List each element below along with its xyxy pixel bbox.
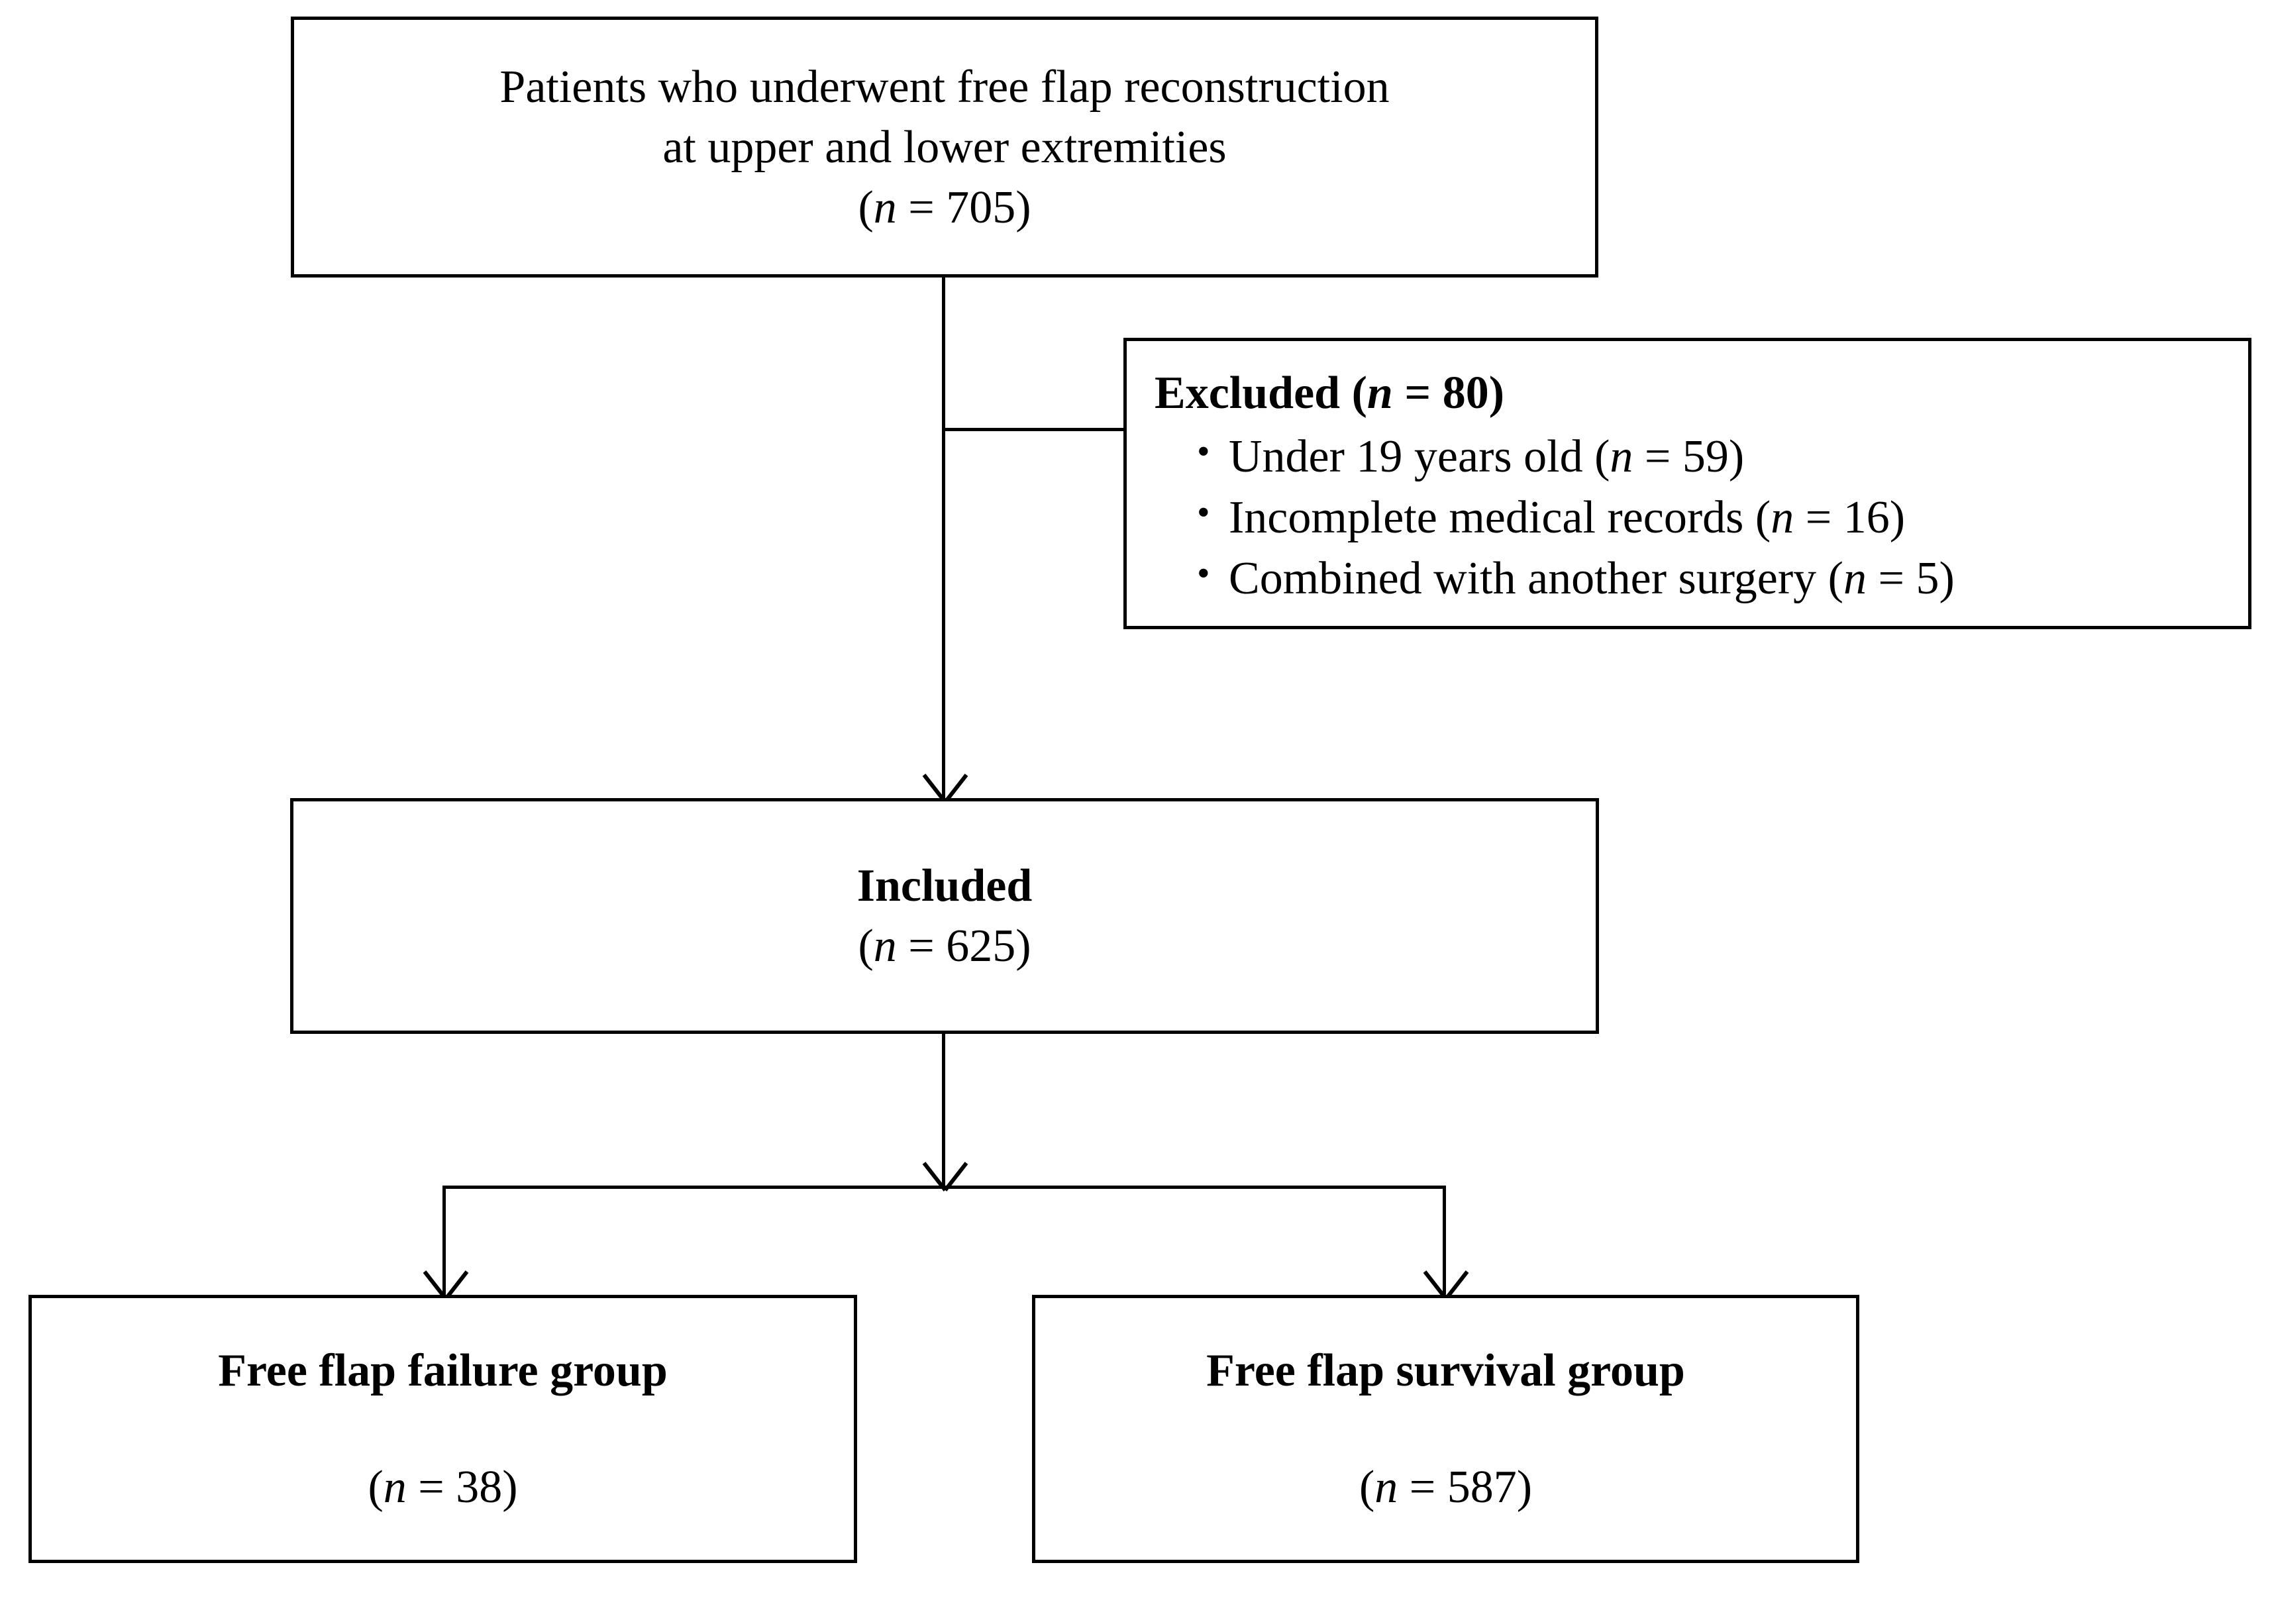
n-value: = 16) <box>1794 491 1906 543</box>
bullet-icon: • <box>1197 553 1210 595</box>
n-value: = 587) <box>1398 1461 1533 1513</box>
connector-to-failure-group <box>442 1186 446 1295</box>
excluded-heading-label: Excluded ( <box>1155 368 1367 419</box>
bullet-icon: • <box>1197 491 1210 533</box>
reason-label: Under 19 years old ( <box>1229 431 1610 482</box>
included-count: (n = 625) <box>858 916 1031 976</box>
connector-to-excluded <box>942 428 1123 431</box>
failure-group-count: (n = 38) <box>368 1461 517 1514</box>
n-symbol: n <box>1610 431 1633 482</box>
node-source-population: Patients who underwent free flap reconst… <box>291 17 1598 278</box>
n-symbol: n <box>1374 1461 1398 1513</box>
source-line-1: Patients who underwent free flap reconst… <box>499 61 1390 113</box>
survival-group-count: (n = 587) <box>1359 1461 1532 1514</box>
paren-open: ( <box>1359 1461 1375 1513</box>
excluded-reason-list: •Under 19 years old (n = 59) •Incomplete… <box>1155 427 2248 610</box>
n-value: = 80) <box>1392 368 1505 419</box>
connector-included-stem <box>942 1034 945 1188</box>
connector-to-survival-group <box>1443 1186 1446 1295</box>
n-symbol: n <box>1843 553 1867 605</box>
n-symbol: n <box>873 181 897 233</box>
survival-group-title: Free flap survival group <box>1206 1345 1685 1396</box>
source-line-2: at upper and lower extremities <box>662 121 1227 173</box>
node-survival-group: Free flap survival group (n = 587) <box>1032 1295 1859 1563</box>
list-item: • Under 19 years old (n = 59) <box>1197 427 2248 487</box>
failure-group-title: Free flap failure group <box>218 1345 668 1396</box>
paren-open: ( <box>858 921 874 972</box>
paren-open: ( <box>368 1461 384 1513</box>
connector-split-bar <box>442 1186 1446 1189</box>
excluded-heading: Excluded (n = 80) <box>1155 366 2248 421</box>
n-value: = 59) <box>1633 431 1745 482</box>
n-value: = 5) <box>1866 553 1955 605</box>
n-value: = 38) <box>406 1461 518 1513</box>
n-symbol: n <box>383 1461 407 1513</box>
node-failure-group: Free flap failure group (n = 38) <box>28 1295 857 1563</box>
paren-open: ( <box>858 181 874 233</box>
n-symbol: n <box>873 921 897 972</box>
source-count: (n = 705) <box>858 178 1031 238</box>
n-value: = 705) <box>896 181 1031 233</box>
n-value: = 625) <box>896 921 1031 972</box>
n-symbol: n <box>1771 491 1794 543</box>
included-title: Included <box>856 860 1033 911</box>
bullet-icon: • <box>1197 431 1210 472</box>
list-item: • Combined with another surgery (n = 5) <box>1197 548 2248 609</box>
connector-source-to-included-stem <box>942 278 945 798</box>
reason-label: Combined with another surgery ( <box>1229 553 1843 605</box>
node-included: Included (n = 625) <box>290 798 1599 1034</box>
node-excluded: Excluded (n = 80) •Under 19 years old (n… <box>1123 338 2251 629</box>
list-item: • Incomplete medical records (n = 16) <box>1197 487 2248 548</box>
reason-label: Incomplete medical records ( <box>1229 491 1771 543</box>
n-symbol: n <box>1367 368 1393 419</box>
